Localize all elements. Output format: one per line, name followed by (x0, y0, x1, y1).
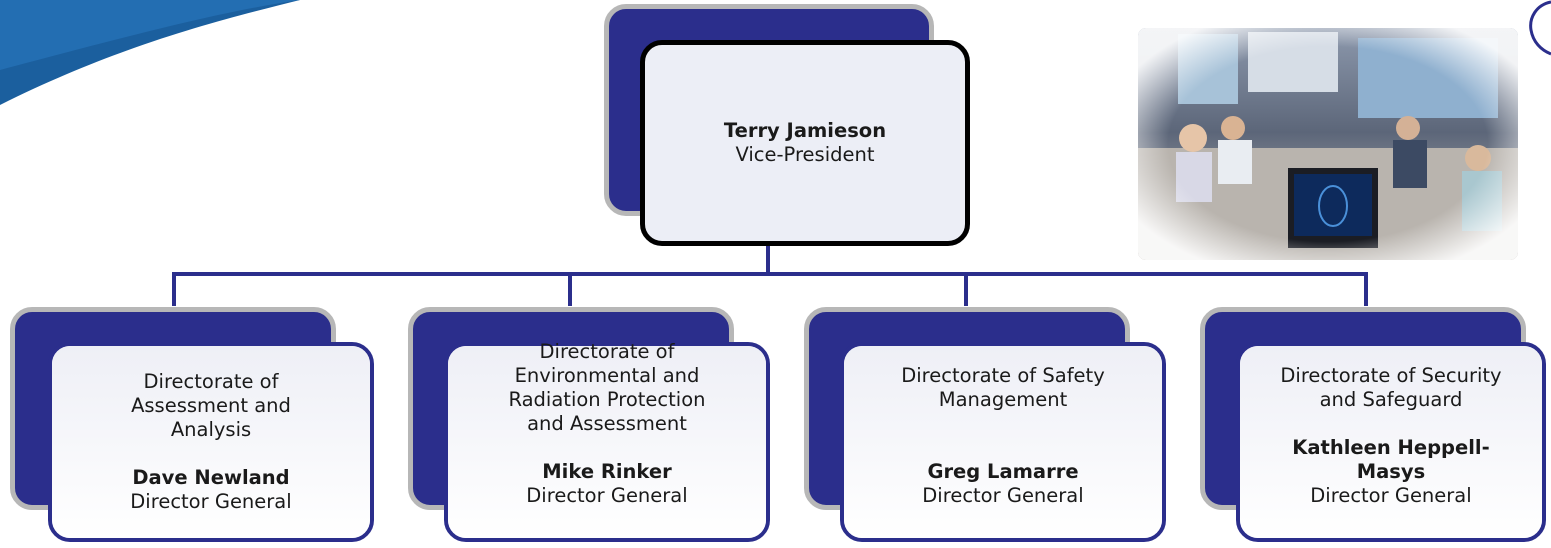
director-title: Director General (130, 490, 292, 513)
connector-1 (172, 272, 176, 306)
swoosh-decoration (0, 0, 300, 105)
connector-2 (568, 272, 572, 306)
connector-3 (964, 272, 968, 306)
operations-centre-photo (1138, 28, 1518, 260)
directorate-unit-line: and Safeguard (1319, 388, 1463, 411)
logo-fragment (1529, 0, 1551, 56)
directorate-unit-line: Assessment and (131, 394, 291, 417)
director-name: Dave Newland (132, 466, 290, 489)
directorate-box: Directorate of Security and Safeguard Ka… (1236, 342, 1546, 542)
vp-title: Vice-President (735, 143, 875, 166)
directorate-unit-line: Management (938, 388, 1068, 411)
vp-name: Terry Jamieson (723, 119, 887, 142)
connector-4 (1364, 272, 1368, 306)
directorate-unit-line: Analysis (170, 418, 252, 441)
vp-connector (766, 246, 770, 276)
directorate-unit-line: Directorate of Safety (901, 364, 1105, 387)
directorate-unit-line: Directorate of Security (1280, 364, 1502, 387)
directorate-unit-line: and Assessment (527, 412, 687, 435)
directorate-unit-line: Radiation Protection (508, 388, 706, 411)
director-title: Director General (526, 484, 688, 507)
director-title: Director General (922, 484, 1084, 507)
horizontal-connector (172, 272, 1368, 276)
directorate-unit-line: Directorate of (539, 340, 675, 363)
directorate-box: Directorate of Assessment and Analysis D… (48, 342, 374, 542)
director-title: Director General (1310, 484, 1472, 507)
directorate-unit-line: Directorate of (143, 370, 279, 393)
directorate-unit-line: Environmental and (514, 364, 700, 387)
director-name: Greg Lamarre (927, 460, 1079, 483)
director-name: Kathleen Heppell- (1292, 436, 1490, 459)
vp-box: Terry Jamieson Vice-President (640, 40, 970, 246)
directorate-box: Directorate of Safety Management Greg La… (840, 342, 1166, 542)
director-name: Masys (1356, 460, 1426, 483)
director-name: Mike Rinker (542, 460, 672, 483)
directorate-box: Directorate of Environmental and Radiati… (444, 340, 770, 542)
